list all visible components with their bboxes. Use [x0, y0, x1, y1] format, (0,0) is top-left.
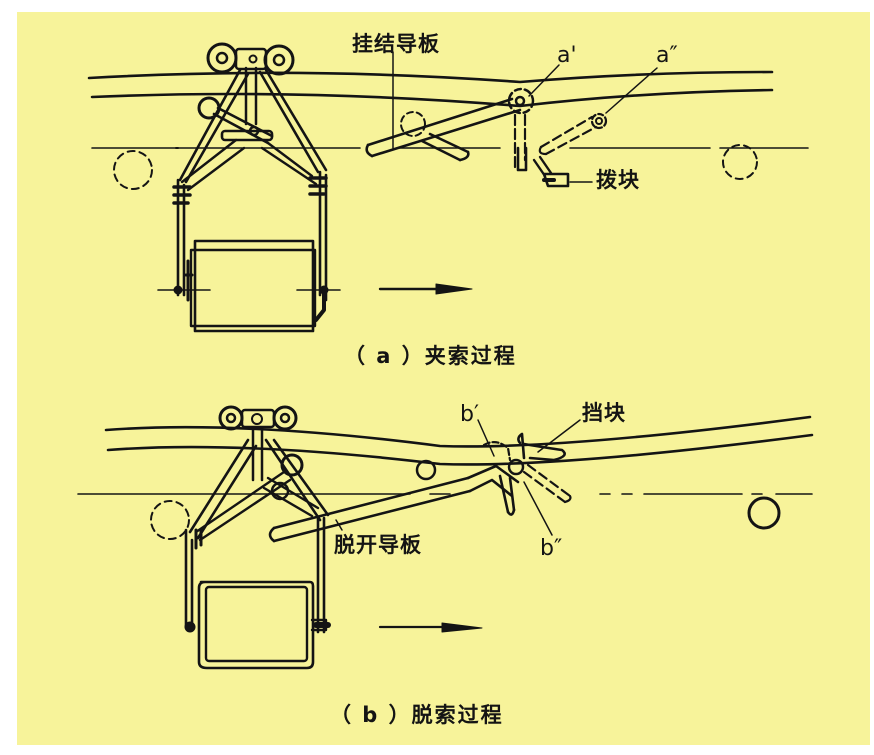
roller-dashed-right	[722, 144, 758, 180]
caption-panel-b: （ b ）脱索过程	[330, 703, 504, 727]
label-release-guide-plate: 脱开导板	[334, 533, 422, 557]
caption-panel-a: （ a ）夹索过程	[344, 344, 517, 368]
bucket-b	[184, 580, 331, 670]
panel-a	[87, 42, 809, 333]
label-push-block: 拨块	[596, 168, 640, 192]
label-stop-block: 挡块	[582, 401, 626, 425]
pivot-b-assembly	[477, 419, 572, 536]
direction-arrow-b	[378, 622, 483, 633]
track-cable-lower	[90, 88, 774, 108]
track-cable-upper-b	[104, 415, 812, 448]
panel-b	[77, 405, 814, 670]
label-point-a1: a'	[557, 43, 577, 68]
stop-block	[517, 419, 581, 462]
label-point-b2: b″	[540, 536, 563, 561]
label-point-a2: a″	[656, 43, 678, 68]
carriage-wheels-a	[206, 42, 295, 76]
roller-dashed-mid	[400, 111, 426, 137]
label-point-b1: b′	[460, 402, 479, 427]
roller-dashed-left-b	[150, 500, 190, 540]
pivot-a1	[507, 64, 560, 172]
attach-guide-plate	[365, 51, 522, 162]
direction-arrow-a	[378, 283, 473, 295]
track-cable-upper	[87, 70, 774, 84]
pivot-a2	[538, 67, 658, 156]
roller-dashed-left	[113, 150, 153, 190]
carriage-wheels-b	[218, 405, 298, 431]
bucket-a	[157, 239, 341, 333]
track-cable-lower-b	[106, 433, 814, 466]
label-attach-guide-plate: 挂结导板	[352, 32, 440, 56]
roller-solid-right-b	[747, 496, 781, 530]
release-guide-plate	[268, 464, 520, 543]
roller-solid-mid-b	[415, 459, 437, 481]
push-block	[532, 155, 593, 188]
